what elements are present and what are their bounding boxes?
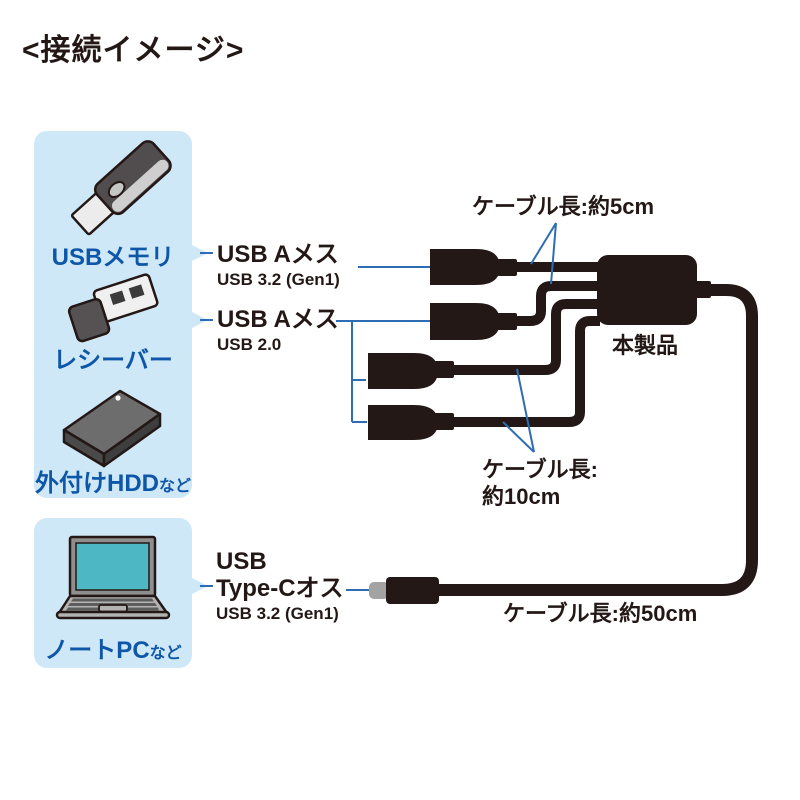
usb-a-port-4 — [368, 405, 438, 440]
port-label-usb-type-c: USB Type-Cオス USB 3.2 (Gen1) — [216, 548, 344, 623]
laptop-icon — [55, 535, 171, 620]
cable-port3 — [448, 299, 600, 375]
port-label-line: USB 2.0 — [217, 335, 282, 354]
page-title: <接続イメージ> — [22, 34, 245, 67]
type-c-cable — [438, 284, 758, 596]
hub-body — [597, 255, 697, 325]
pointer-10cm — [502, 368, 535, 453]
device-label-laptop: ノートPCなど — [44, 637, 182, 664]
port-label-line: USB 3.2 (Gen1) — [216, 604, 339, 623]
panel-pointer-1 — [190, 244, 208, 262]
device-label-external-hdd: 外付けHDDなど — [34, 470, 191, 497]
port-label-usb-a-gen1: USB Aメス USB 3.2 (Gen1) — [217, 241, 340, 289]
hub-product-drawing — [368, 249, 758, 604]
annotation-cable-10cm: ケーブル長: 約10cm — [482, 456, 598, 510]
type-c-plug-body — [386, 577, 439, 604]
panel-pointer-2 — [190, 311, 208, 329]
usb-a-port-2 — [430, 303, 500, 340]
external-hdd-icon — [62, 389, 162, 468]
annotation-cable-5cm: ケーブル長:約5cm — [472, 194, 655, 219]
port-label-usb-a-20: USB Aメス USB 2.0 — [217, 306, 339, 354]
usb-a-port-3 — [368, 353, 438, 389]
port-label-line: USB Aメス — [217, 241, 339, 268]
usb-memory-icon — [70, 140, 172, 236]
callout-lines — [200, 222, 557, 591]
port-label-line: Type-Cオス — [216, 575, 344, 602]
port-label-line: USB 3.2 (Gen1) — [217, 270, 340, 289]
usb-a-port-1 — [430, 249, 500, 285]
cable-port2 — [510, 281, 600, 326]
type-c-plug-tip — [369, 582, 389, 599]
device-label-usb-memory: USBメモリ — [51, 244, 175, 271]
annotation-product: 本製品 — [612, 333, 679, 358]
annotation-line: ケーブル長: — [482, 457, 599, 482]
port-label-line: USB — [216, 548, 267, 575]
device-label-receiver: レシーバー — [53, 347, 173, 374]
annotation-cable-50cm: ケーブル長:約50cm — [503, 601, 698, 626]
cable-port4 — [448, 316, 600, 427]
receiver-icon — [67, 273, 159, 343]
panel-pointer-3 — [190, 577, 208, 595]
annotation-line: 約10cm — [482, 484, 561, 509]
port-label-line: USB Aメス — [217, 306, 339, 333]
bracket-usb20 — [336, 320, 430, 423]
pointer-5cm — [530, 222, 557, 285]
